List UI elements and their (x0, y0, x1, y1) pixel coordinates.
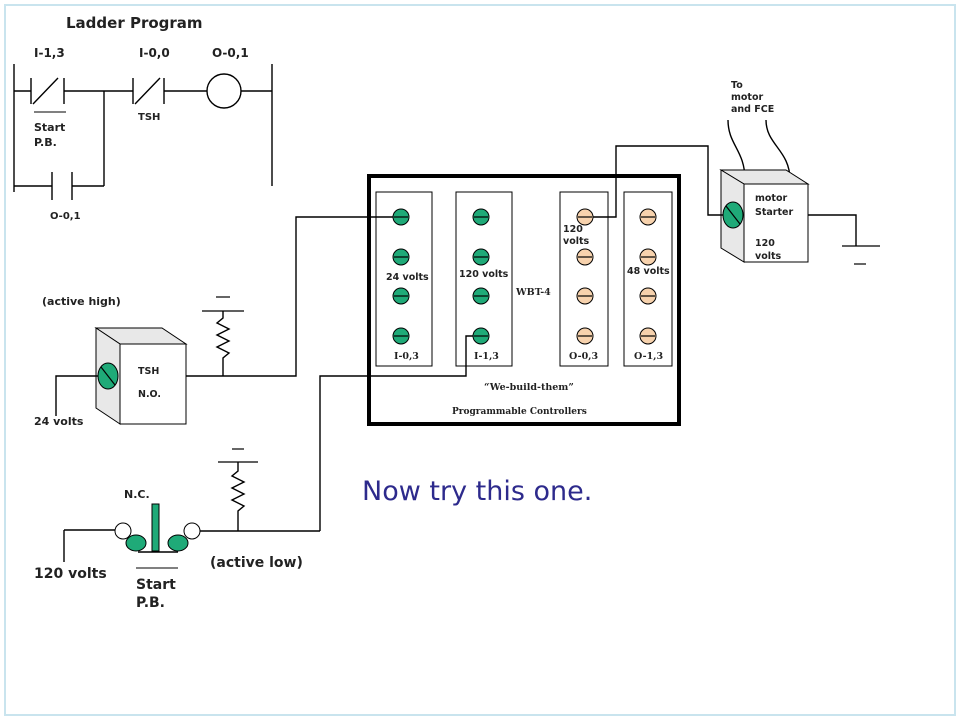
label-active-low: (active low) (210, 555, 303, 571)
label-motor-volts-1: 120 (755, 238, 775, 249)
label-pb-start-2: P.B. (136, 595, 165, 611)
label-seal-in: O-0,1 (50, 211, 81, 222)
start-pushbutton: N.C. 120 volts Start P.B. (active low) (34, 335, 473, 611)
ladder-program: Ladder Program I-1,3 I-0,0 O-0,1 Start P… (13, 14, 273, 222)
label-to-2: motor (731, 92, 763, 103)
label-pb-supply: 120 volts (34, 566, 107, 582)
label-out1-volts: 48 volts (627, 266, 670, 277)
label-start-2: P.B. (34, 136, 57, 149)
label-o01: O-0,1 (212, 46, 249, 60)
label-in1-volts: 120 volts (459, 269, 509, 280)
label-tsh: TSH (138, 112, 160, 123)
label-motor-2: Starter (755, 207, 793, 218)
pb-contact-right (167, 534, 189, 552)
ladder-title: Ladder Program (66, 14, 203, 32)
coil-o01 (206, 73, 242, 109)
label-start-1: Start (34, 121, 65, 134)
plc-controller: 24 volts 120 volts 120 volts 48 volts WB… (367, 174, 681, 426)
label-nc: N.C. (124, 488, 150, 501)
label-i00: I-0,0 (139, 46, 170, 60)
label-o03: O-0,3 (569, 351, 598, 362)
label-sensor-tsh: TSH (138, 366, 159, 377)
label-i03: I-0,3 (394, 351, 419, 362)
label-o13: O-1,3 (634, 351, 663, 362)
label-motor-volts-2: volts (755, 251, 782, 262)
motor-starter: To motor and FCE motor Starter 120 volts (593, 80, 880, 265)
label-active-high: (active high) (42, 295, 121, 308)
label-sensor-supply: 24 volts (34, 415, 84, 428)
slide-frame: Ladder Program I-1,3 I-0,0 O-0,1 Start P… (4, 4, 956, 716)
label-in0-volts: 24 volts (386, 272, 429, 283)
plc-product: Programmable Controllers (452, 407, 587, 417)
prompt-text: Now try this one. (362, 476, 592, 507)
label-motor-1: motor (755, 193, 787, 204)
label-out0-volts-2: volts (563, 236, 590, 247)
pb-contact-left (125, 534, 147, 552)
plc-model: WBT-4 (515, 287, 551, 298)
pb-plunger (151, 503, 160, 552)
label-pb-start-1: Start (136, 577, 176, 593)
label-i13: I-1,3 (34, 46, 65, 60)
label-to-1: To (731, 80, 743, 91)
label-sensor-no: N.O. (138, 389, 161, 400)
label-out0-volts-1: 120 (563, 224, 583, 235)
plc-brand: “We-build-them” (484, 382, 574, 393)
tsh-sensor: (active high) TSH N.O. 24 volts (34, 216, 393, 428)
label-i13-plc: I-1,3 (474, 351, 499, 362)
label-to-3: and FCE (731, 104, 774, 115)
